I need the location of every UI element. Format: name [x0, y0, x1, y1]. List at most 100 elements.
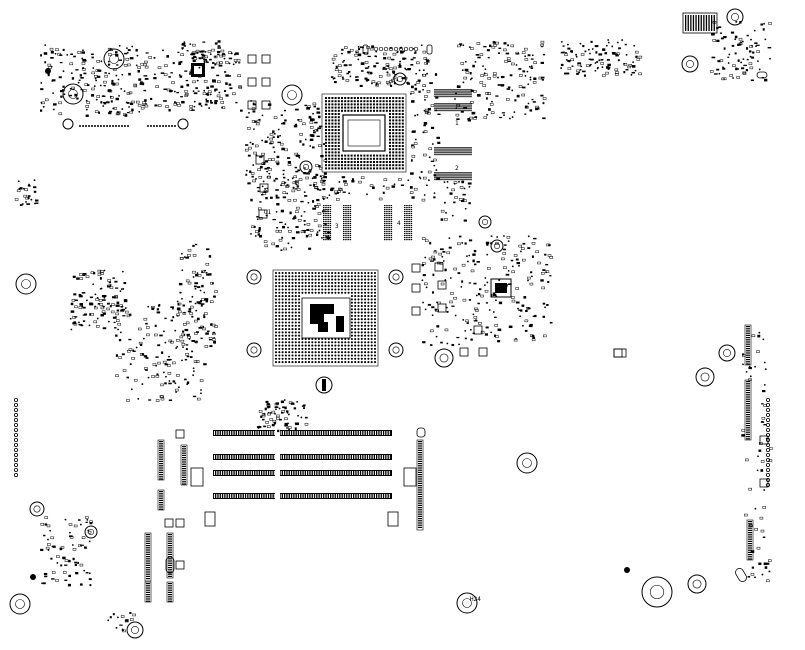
bga-ball	[350, 337, 353, 341]
memory-pad	[445, 105, 446, 107]
edge-pin	[418, 447, 422, 449]
smd-part	[323, 172, 327, 175]
bga-ball	[337, 116, 340, 119]
via	[107, 619, 110, 622]
smd-part	[200, 298, 205, 301]
bga-ball	[337, 271, 340, 275]
smd-part	[282, 191, 287, 194]
via	[135, 346, 138, 349]
edge-pin	[746, 330, 750, 332]
dimm-pin-gap	[273, 471, 275, 475]
bga-ball	[382, 97, 385, 99]
memory-pad	[448, 147, 449, 149]
memory-pad	[447, 105, 448, 107]
smd-part	[392, 70, 396, 73]
smd-part	[113, 321, 116, 324]
smd-part	[60, 546, 65, 549]
memory-pad	[469, 172, 470, 174]
bga-ball	[298, 314, 301, 317]
smd-part	[276, 227, 279, 229]
smd-part	[259, 217, 263, 220]
smd-part	[235, 52, 239, 55]
edge-pin	[746, 414, 750, 416]
memory-pad	[447, 153, 448, 156]
memory-pad	[447, 174, 448, 176]
bga-ball	[347, 337, 350, 341]
memory-pad	[462, 153, 463, 156]
smd-part	[112, 316, 117, 319]
dimm-pin-gap	[255, 494, 257, 498]
bga-ball	[331, 125, 334, 128]
smd-part	[264, 167, 268, 170]
smd-part	[115, 53, 119, 57]
smd-part	[89, 303, 94, 306]
smd-part	[294, 166, 298, 169]
smd-part	[524, 329, 528, 332]
bga-ball	[350, 167, 353, 170]
bga-ball	[354, 321, 357, 324]
bga-ball	[288, 275, 291, 278]
via	[192, 367, 195, 370]
via	[404, 67, 407, 70]
smd-part	[170, 306, 174, 308]
bga-ball	[357, 354, 360, 357]
smd-part	[292, 181, 297, 185]
smd-part	[324, 223, 327, 226]
via	[54, 52, 57, 55]
mounting-hole-inner	[287, 90, 297, 100]
smd-part	[202, 41, 206, 43]
smd-part	[271, 423, 275, 427]
bga-ball	[401, 109, 404, 112]
dimm-pin-gap	[335, 431, 337, 435]
via	[753, 29, 756, 32]
chip-pad	[327, 225, 329, 227]
bga-ball	[334, 129, 337, 131]
dimm-pin-gap	[358, 494, 360, 498]
smd-part	[529, 282, 534, 286]
bga-ball	[325, 145, 327, 147]
smd-part	[115, 97, 120, 101]
bga-ball	[337, 97, 340, 99]
dimm-pin-gap	[289, 455, 291, 459]
smd-part	[315, 173, 319, 177]
smd-part	[527, 247, 531, 250]
memory-pad	[435, 176, 436, 178]
bga-ball	[274, 354, 278, 357]
via-pad	[13, 447, 18, 452]
via-pad	[13, 402, 18, 407]
bga-ball	[321, 357, 324, 360]
smd-part	[519, 309, 523, 312]
bga-ball	[301, 337, 304, 341]
smd-part	[451, 188, 455, 192]
memory-pad	[442, 105, 443, 107]
bga-ball	[367, 278, 370, 281]
memory-pad	[468, 174, 469, 176]
bga-ball	[367, 324, 370, 327]
memory-pad	[440, 172, 441, 174]
smd-part	[218, 64, 223, 67]
bga-ball	[331, 291, 334, 294]
smd-part	[588, 58, 591, 60]
dimm-pin-gap	[287, 431, 289, 435]
bga-ball	[395, 151, 398, 154]
chip-pad	[410, 239, 413, 241]
smd-part	[127, 63, 131, 67]
dimm-pin-gap	[363, 494, 365, 498]
smd-part	[394, 73, 398, 76]
chipset-die-marking	[310, 304, 344, 332]
dimm-pin-gap	[340, 471, 342, 475]
bga-ball	[392, 167, 395, 170]
bga-ball	[360, 97, 363, 99]
bga-ball	[357, 347, 360, 350]
smd-part	[110, 310, 115, 314]
via	[203, 89, 206, 92]
smd-part	[210, 323, 213, 326]
dimm-pin-gap	[381, 455, 383, 459]
smd-part	[115, 304, 120, 307]
smd-part	[177, 51, 180, 54]
smd-part	[487, 267, 491, 270]
chip-pad	[325, 207, 327, 209]
bga-ball	[321, 341, 324, 344]
smd-part	[211, 48, 215, 52]
header-pin	[711, 15, 713, 31]
